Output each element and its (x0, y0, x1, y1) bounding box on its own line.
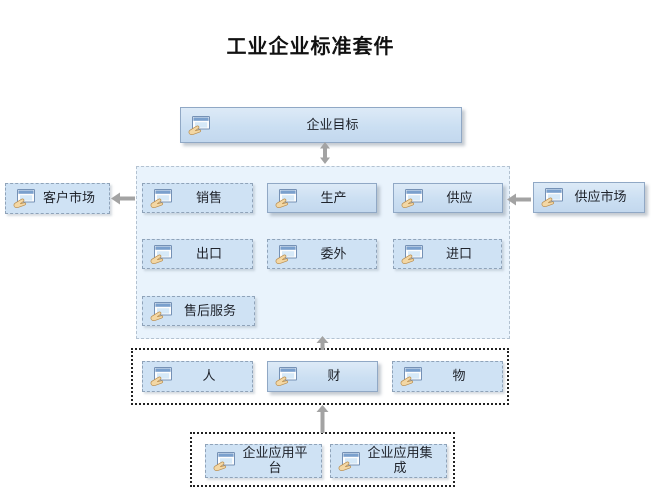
form-hand-icon (541, 188, 563, 207)
node-label: 企业目标 (306, 116, 359, 132)
node-enterprise-app-integration[interactable]: 企业应用集成 (330, 444, 447, 478)
form-hand-icon (13, 189, 35, 208)
arrow-left-icon (111, 192, 135, 205)
node-customer-market[interactable]: 客户市场 (5, 183, 110, 214)
node-label: 物 (452, 368, 466, 384)
form-hand-icon (150, 245, 172, 264)
arrow-up-icon (316, 336, 329, 350)
node-label: 出口 (195, 245, 222, 261)
arrow-up-icon (316, 405, 329, 433)
arrow-double-vertical-icon (319, 142, 331, 164)
node-label: 企业应用集成 (367, 445, 433, 475)
node-label: 销售 (195, 189, 222, 205)
node-label: 供应市场 (574, 189, 627, 205)
form-hand-icon (150, 367, 172, 386)
node-people[interactable]: 人 (142, 361, 253, 392)
node-label: 客户市场 (42, 190, 95, 206)
node-label: 企业应用平台 (242, 445, 308, 475)
node-supply-market[interactable]: 供应市场 (533, 182, 645, 213)
diagram-title: 工业企业标准套件 (226, 36, 395, 58)
node-supply[interactable]: 供应 (393, 183, 503, 213)
form-hand-icon (338, 452, 360, 471)
form-hand-icon (400, 367, 422, 386)
form-hand-icon (150, 302, 172, 321)
node-outsourcing[interactable]: 委外 (267, 239, 377, 269)
node-sales[interactable]: 销售 (142, 183, 253, 213)
form-hand-icon (150, 189, 172, 208)
node-after-sales-service[interactable]: 售后服务 (142, 296, 255, 326)
form-hand-icon (275, 189, 297, 208)
form-hand-icon (401, 189, 423, 208)
node-finance[interactable]: 财 (267, 361, 378, 392)
form-hand-icon (213, 452, 235, 471)
node-enterprise-goal[interactable]: 企业目标 (180, 107, 462, 143)
form-hand-icon (401, 245, 423, 264)
node-label: 供应 (446, 189, 473, 205)
arrow-left-icon (507, 193, 531, 206)
node-export[interactable]: 出口 (142, 239, 253, 269)
form-hand-icon (275, 367, 297, 386)
node-label: 生产 (320, 189, 347, 205)
node-label: 进口 (445, 245, 472, 261)
node-enterprise-app-platform[interactable]: 企业应用平台 (205, 444, 322, 478)
node-label: 售后服务 (183, 302, 236, 318)
node-production[interactable]: 生产 (267, 183, 377, 213)
node-import[interactable]: 进口 (393, 239, 502, 269)
node-label: 财 (327, 368, 341, 384)
form-hand-icon (188, 116, 210, 135)
node-label: 人 (202, 368, 216, 384)
form-hand-icon (275, 245, 297, 264)
node-label: 委外 (320, 245, 347, 261)
node-material[interactable]: 物 (392, 361, 503, 392)
